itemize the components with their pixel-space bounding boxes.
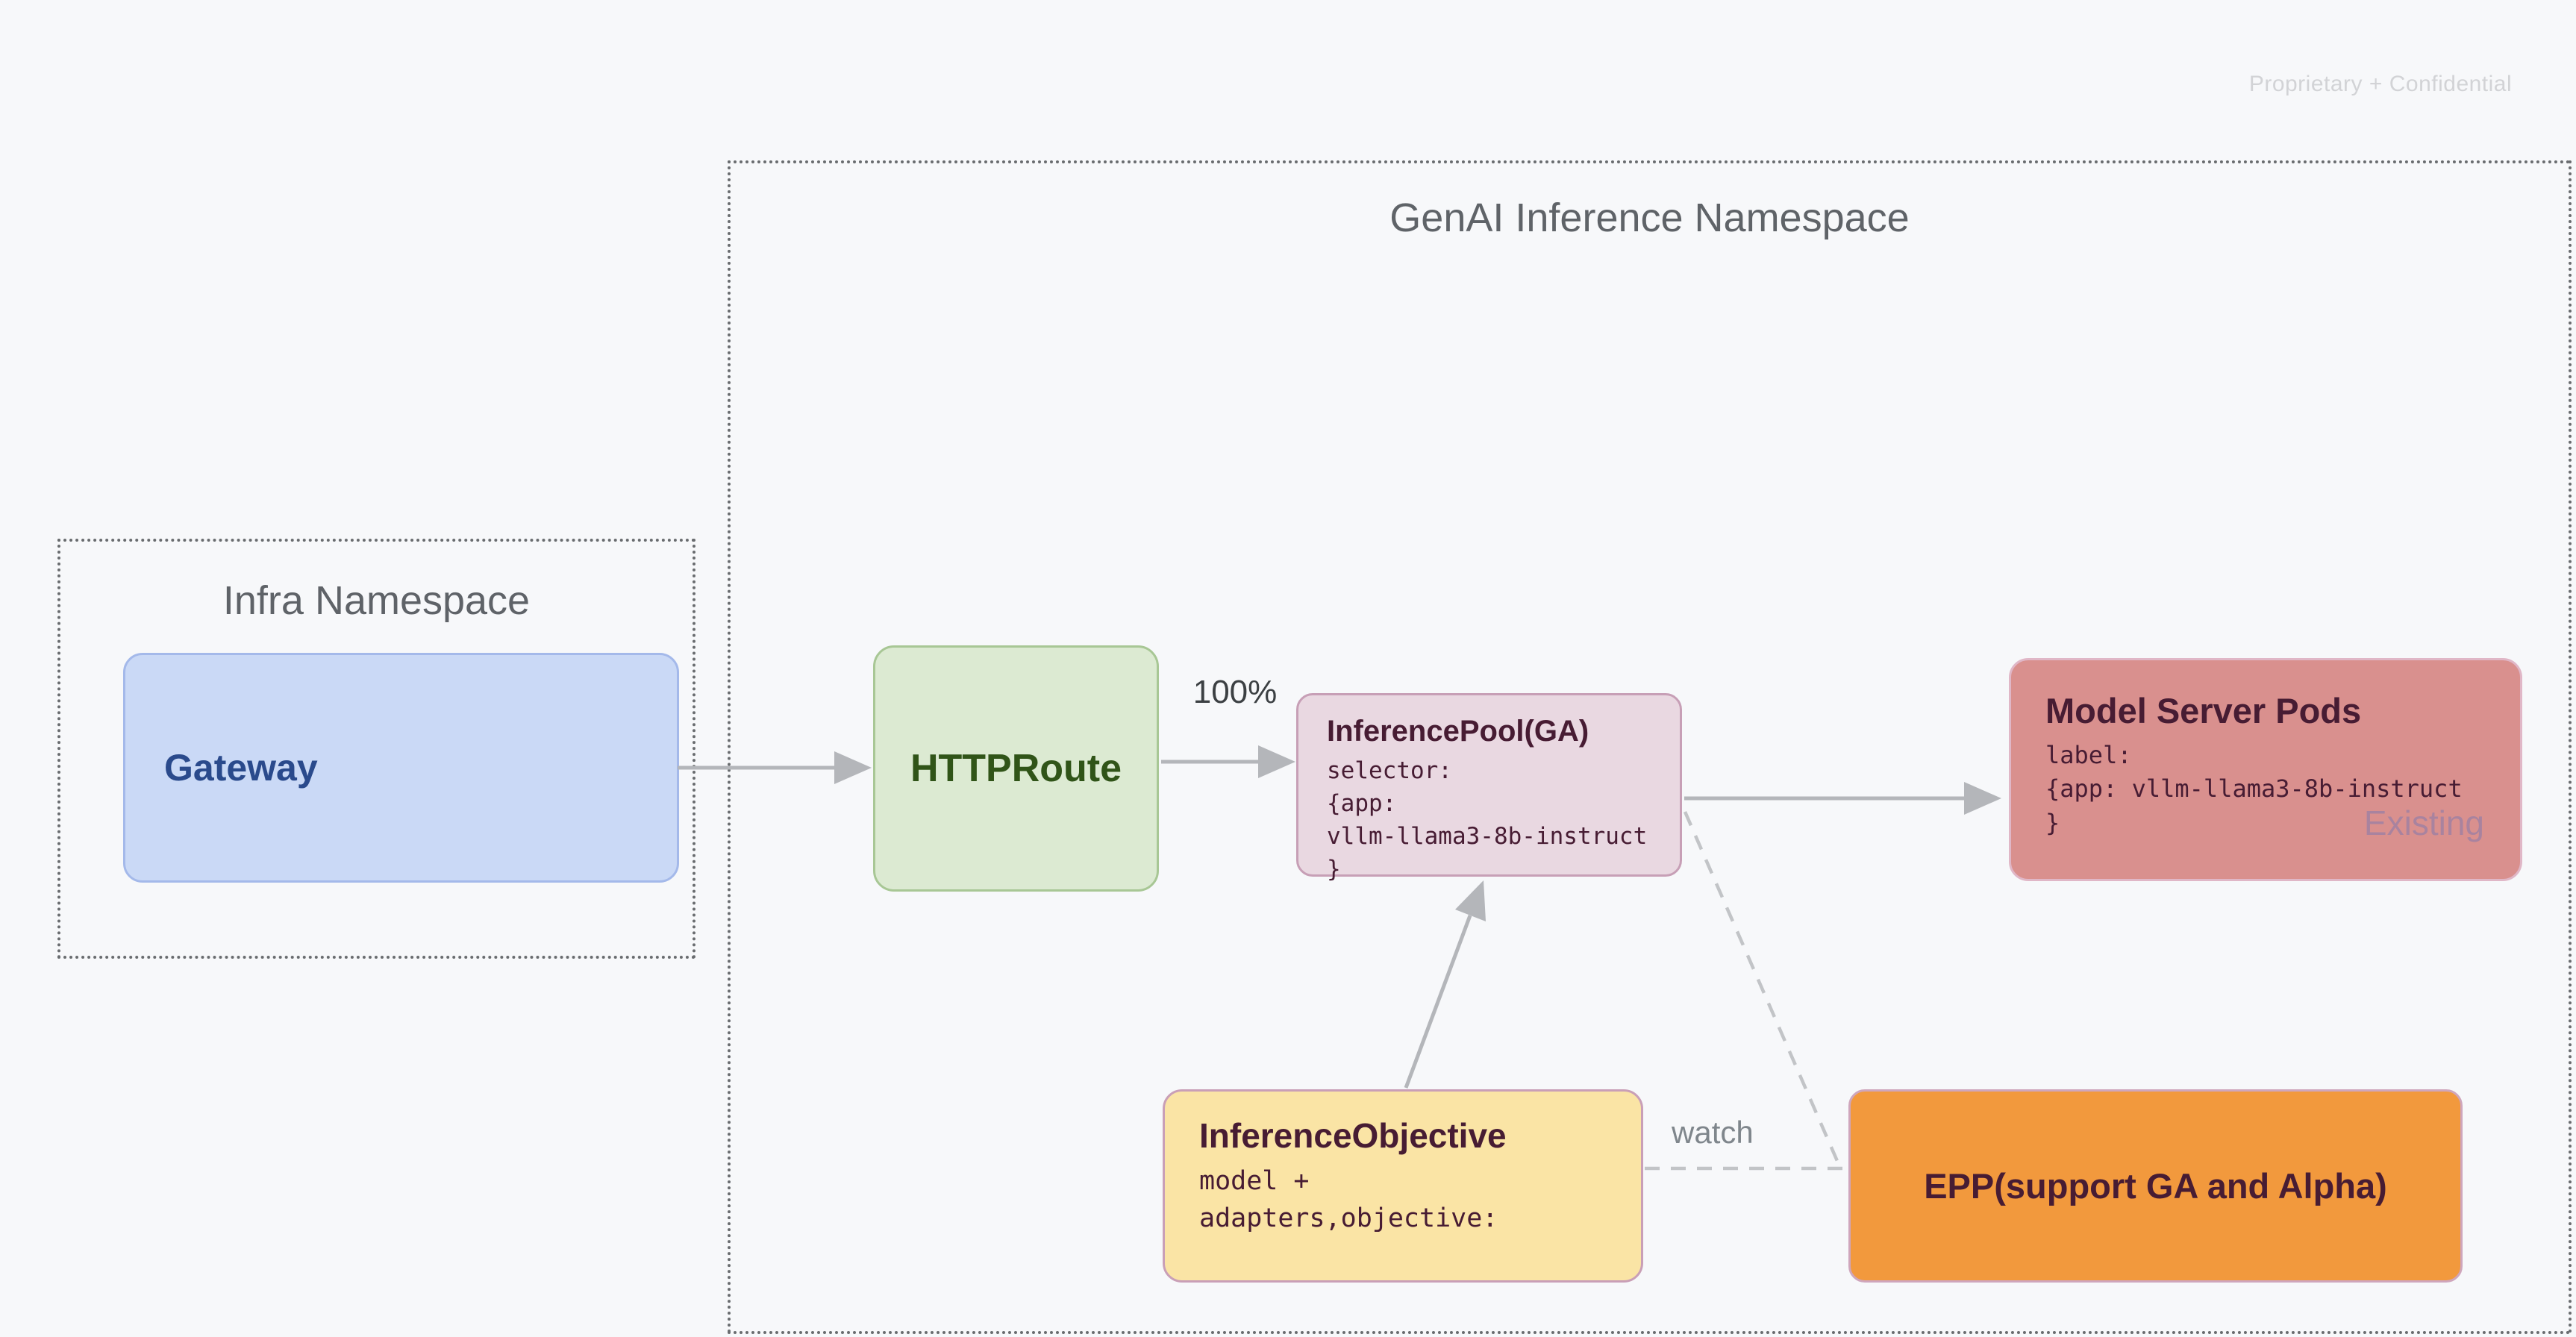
gateway-node: Gateway	[123, 653, 679, 883]
inference-pool-code-line: {app:	[1327, 790, 1397, 818]
model-server-pods-node: Model Server Pods label: {app: vllm-llam…	[2009, 658, 2522, 881]
model-server-pods-code-line: }	[2045, 808, 2060, 837]
watch-edge-label: watch	[1672, 1115, 1754, 1150]
epp-title: EPP(support GA and Alpha)	[1924, 1166, 2387, 1206]
confidential-watermark: Proprietary + Confidential	[2248, 72, 2513, 96]
model-server-pods-code-line: label:	[2045, 741, 2132, 769]
inference-pool-node: InferencePool(GA) selector: {app: vllm-l…	[1296, 693, 1682, 883]
inference-pool-title: InferencePool(GA)	[1327, 715, 1589, 748]
inference-pool-code-line: selector:	[1327, 757, 1452, 784]
existing-status-label: Existing	[2363, 804, 2484, 842]
traffic-percent-label: 100%	[1192, 674, 1278, 710]
model-server-pods-code-line: {app: vllm-llama3-8b-instruct	[2045, 774, 2463, 804]
inference-objective-node: InferenceObjective model + adapters,obje…	[1163, 1089, 1643, 1283]
inference-pool-code-line: }	[1327, 856, 1341, 883]
epp-node: EPP(support GA and Alpha)	[1848, 1089, 2463, 1283]
inference-objective-code-line: model +	[1199, 1166, 1310, 1196]
httproute-title: HTTPRoute	[910, 747, 1122, 790]
genai-namespace-box: GenAI Inference Namespace	[728, 160, 2572, 1334]
inference-objective-code-line: adapters,objective:	[1199, 1203, 1498, 1233]
inference-objective-title: InferenceObjective	[1199, 1116, 1507, 1155]
inference-pool-code-line: vllm-llama3-8b-instruct	[1327, 823, 1648, 851]
model-server-pods-title: Model Server Pods	[2045, 691, 2362, 730]
infra-namespace-box: Infra Namespace	[57, 539, 695, 959]
httproute-node: HTTPRoute	[873, 645, 1159, 892]
infra-namespace-title: Infra Namespace	[222, 578, 531, 623]
gateway-title: Gateway	[164, 747, 318, 789]
genai-namespace-title: GenAI Inference Namespace	[1389, 195, 1910, 240]
